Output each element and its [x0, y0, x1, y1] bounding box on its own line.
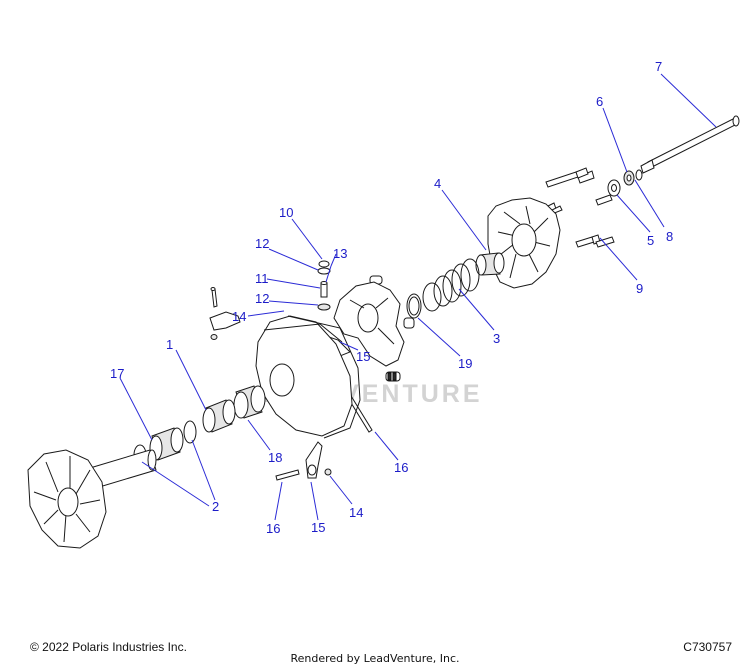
- part-seal-19: [406, 293, 422, 319]
- callouts: 7 6 4 8 5 9 3 19 10 12 13 11 12 14 15 1 …: [110, 59, 673, 536]
- callout-18: 18: [268, 450, 282, 465]
- callout-17: 17: [110, 366, 124, 381]
- part-ring-2a: [183, 420, 197, 444]
- callout-4: 4: [434, 176, 441, 191]
- part-spring: [422, 258, 480, 312]
- callout-15-upper: 15: [356, 349, 370, 364]
- callout-15-lower: 15: [311, 520, 325, 535]
- callout-9: 9: [636, 281, 643, 296]
- part-rollers: [369, 275, 415, 382]
- copyright-text: © 2022 Polaris Industries Inc.: [30, 640, 187, 654]
- callout-10: 10: [279, 205, 293, 220]
- part-movable-sheave: [255, 315, 361, 439]
- callout-3: 3: [493, 331, 500, 346]
- callout-16-lower: 16: [266, 521, 280, 536]
- part-bushing-17: [149, 427, 184, 461]
- part-bushing-4: [475, 252, 505, 276]
- part-spider-cover: [487, 197, 561, 289]
- part-spider-hub: [333, 281, 405, 367]
- part-bushing-1: [202, 399, 236, 433]
- part-lower-hardware: [275, 441, 332, 481]
- callout-13: 13: [333, 246, 347, 261]
- callout-19: 19: [458, 356, 472, 371]
- part-pin-stack: [317, 260, 331, 311]
- callout-7: 7: [655, 59, 662, 74]
- callout-12-lower: 12: [255, 291, 269, 306]
- figure-id-text: C730757: [683, 640, 732, 654]
- leader-lines: [119, 73, 717, 521]
- rendered-by-text: Rendered by LeadVenture, Inc.: [290, 652, 460, 665]
- callout-11: 11: [255, 271, 269, 286]
- callout-12-upper: 12: [255, 236, 269, 251]
- part-bolts-9: [575, 234, 615, 248]
- part-seal-ring: [635, 169, 643, 181]
- callout-6: 6: [596, 94, 603, 109]
- callout-1: 1: [166, 337, 173, 352]
- part-bolts-upper: [545, 167, 613, 215]
- callout-16-upper: 16: [394, 460, 408, 475]
- part-shaft-bolt: [640, 115, 740, 174]
- callout-14-upper: 14: [232, 309, 246, 324]
- part-bushing-small: [607, 179, 621, 197]
- callout-14-lower: 14: [349, 505, 363, 520]
- callout-8: 8: [666, 229, 673, 244]
- callout-2: 2: [212, 499, 219, 514]
- callout-5: 5: [647, 233, 654, 248]
- part-bushing-18: [233, 385, 266, 419]
- part-fixed-sheave: [27, 449, 157, 549]
